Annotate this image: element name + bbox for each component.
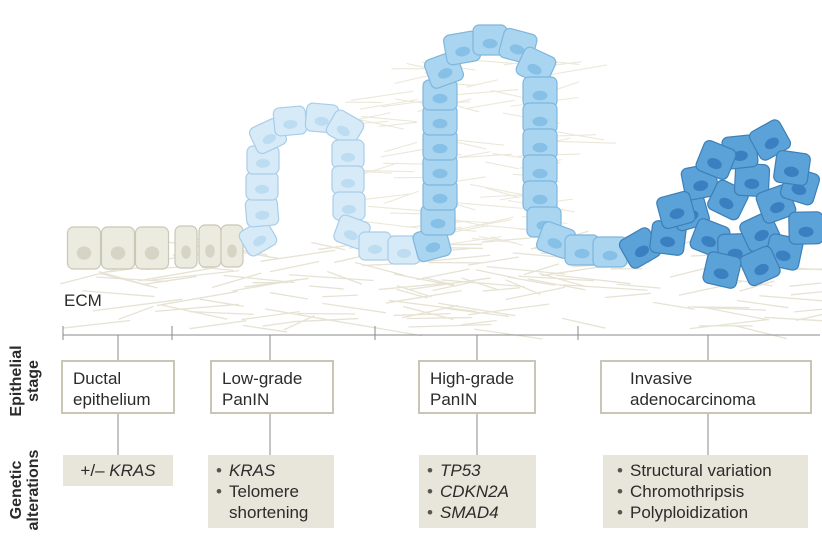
genetic-item: •Structural variation xyxy=(617,460,800,481)
ecm-fiber xyxy=(477,61,515,64)
genetic-item: •CDKN2A xyxy=(427,481,528,502)
ecm-fiber xyxy=(386,291,462,303)
ecm-fiber xyxy=(562,318,606,328)
genetic-item: •SMAD4 xyxy=(427,502,528,523)
ecm-fiber xyxy=(670,268,705,277)
ecm-fiber xyxy=(119,306,154,319)
ecm-fiber xyxy=(155,304,239,311)
epithelial-cell xyxy=(102,227,135,269)
genetic-item-continuation: shortening xyxy=(216,502,326,523)
ecm-fiber xyxy=(270,262,319,272)
epithelial-cell xyxy=(221,225,243,267)
ecm-fiber xyxy=(263,322,293,326)
ecm-fiber xyxy=(189,321,246,329)
epithelial-cell xyxy=(332,166,364,194)
epithelial-cells xyxy=(68,25,822,289)
epithelial-cell xyxy=(273,106,307,137)
ecm-fiber xyxy=(605,293,651,297)
ecm-fiber xyxy=(384,191,418,203)
ecm-fiber xyxy=(467,100,515,108)
epithelial-cell xyxy=(246,172,278,200)
ecm-fiber xyxy=(270,293,308,299)
genetic-box-invasive: •Structural variation •Chromothripsis •P… xyxy=(603,455,808,528)
ecm-fiber xyxy=(794,304,822,312)
ecm-fiber xyxy=(63,321,130,329)
ecm-fiber xyxy=(764,317,822,321)
genetic-box-low-grade: •KRAS •Telomere shortening xyxy=(208,455,334,528)
ecm-fiber xyxy=(347,323,422,336)
epithelial-cell xyxy=(136,227,169,269)
ecm-fiber xyxy=(487,267,566,275)
ecm-label: ECM xyxy=(64,290,102,311)
ecm-fiber xyxy=(617,284,661,288)
ecm-fiber xyxy=(476,270,515,278)
ecm-fiber xyxy=(485,162,519,169)
epithelial-cell xyxy=(773,150,811,186)
ecm-fiber xyxy=(474,329,542,339)
epithelial-cell xyxy=(359,232,391,260)
ecm-fiber xyxy=(690,320,766,329)
ecm-fiber xyxy=(548,141,616,143)
ecm-fiber xyxy=(402,305,458,317)
ecm-fiber xyxy=(407,318,472,319)
ecm-fiber xyxy=(322,295,357,297)
ecm-fiber xyxy=(737,300,788,307)
genetic-item: •Chromothripsis xyxy=(617,481,800,502)
ecm-fiber xyxy=(261,250,336,261)
ecm-fiber xyxy=(368,206,428,211)
epithelial-cell xyxy=(332,140,364,168)
genetic-item: •TP53 xyxy=(427,460,528,481)
ecm-fiber xyxy=(796,311,822,321)
ecm-fiber xyxy=(506,287,565,299)
ecm-fiber xyxy=(466,80,497,87)
ecm-fiber xyxy=(408,325,491,328)
epithelial-cell xyxy=(175,226,197,268)
genetic-prefix: +/– xyxy=(80,461,109,480)
epithelial-cell xyxy=(68,227,101,269)
ecm-fiber xyxy=(389,300,477,311)
epithelial-cell xyxy=(789,212,822,245)
ecm-fiber xyxy=(309,286,344,289)
genetic-box-high-grade: •TP53 •CDKN2A •SMAD4 xyxy=(419,455,536,528)
epithelial-cell xyxy=(199,225,221,267)
ecm-fiber xyxy=(487,226,531,230)
ecm-fiber xyxy=(60,269,118,284)
epithelial-cell xyxy=(245,197,279,228)
ecm-fiber xyxy=(322,303,386,312)
ecm-fiber xyxy=(99,272,150,286)
ecm-fiber xyxy=(385,142,418,151)
genetic-box-ductal: +/– KRAS xyxy=(63,455,173,486)
ecm-fiber xyxy=(791,290,822,295)
genetic-item: •KRAS xyxy=(216,460,326,481)
genetic-item: •Polyploidization xyxy=(617,502,800,523)
genetic-gene-kras: KRAS xyxy=(109,461,155,480)
ecm-fiber xyxy=(483,288,520,291)
ecm-fiber xyxy=(470,184,508,191)
epithelial-cell xyxy=(702,251,742,290)
ecm-fiber xyxy=(468,257,519,265)
ecm-fiber xyxy=(232,279,299,290)
ecm-fiber xyxy=(351,91,413,100)
genetic-item: •Telomere xyxy=(216,481,326,502)
ecm-fiber xyxy=(653,302,695,309)
ecm-fiber xyxy=(789,283,821,286)
ecm-fiber xyxy=(379,122,417,126)
ecm-fiber xyxy=(93,299,182,311)
ecm-fiber xyxy=(759,296,822,302)
ecm-fiber xyxy=(734,325,787,338)
